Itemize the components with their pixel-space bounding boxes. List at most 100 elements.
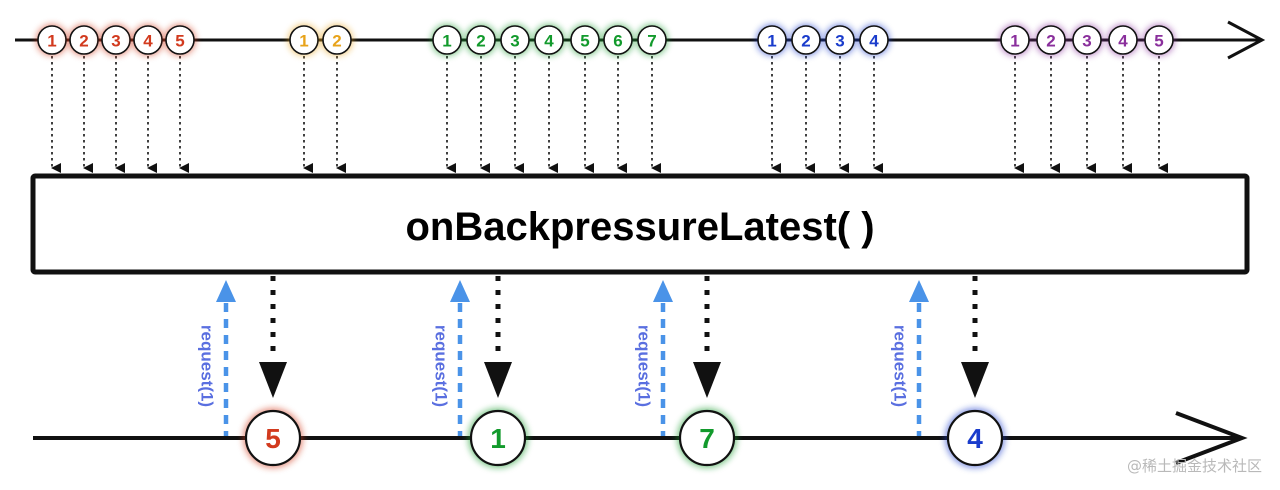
request-arrow-head	[450, 280, 470, 302]
upstream-marble: 3	[100, 24, 132, 56]
upstream-marble: 6	[602, 24, 634, 56]
downstream-marble-label: 1	[490, 423, 506, 454]
downstream-marbles: 5 1 7 4	[243, 408, 1005, 468]
upstream-marble-label: 2	[1046, 32, 1055, 51]
marble-circle	[534, 25, 564, 55]
emit-arrows	[259, 276, 989, 398]
marble-circle	[637, 25, 667, 55]
marble-circle	[825, 25, 855, 55]
upstream-marble: 3	[824, 24, 856, 56]
upstream-marble: 5	[569, 24, 601, 56]
request-signal: request(1)	[198, 280, 236, 440]
marble-circle	[466, 25, 496, 55]
request-arrow-head	[909, 280, 929, 302]
upstream-arrows	[51, 56, 1168, 173]
request-label: request(1)	[432, 325, 451, 407]
marble-circle	[1108, 25, 1138, 55]
upstream-marble: 3	[499, 24, 531, 56]
request-signal: request(1)	[891, 280, 929, 440]
upstream-marble-label: 4	[869, 32, 879, 51]
upstream-marble-label: 1	[1010, 32, 1019, 51]
upstream-marble-label: 3	[510, 32, 519, 51]
marble-circle	[101, 25, 131, 55]
marble-circle	[1000, 25, 1030, 55]
downstream-marble: 7	[677, 408, 737, 468]
marble-circle	[37, 25, 67, 55]
request-signal: request(1)	[432, 280, 470, 440]
marble-circle	[133, 25, 163, 55]
upstream-marble: 4	[533, 24, 565, 56]
emit-arrow-head	[259, 362, 287, 398]
request-label: request(1)	[635, 325, 654, 407]
emit-arrow-head	[693, 362, 721, 398]
downstream-marble-label: 4	[967, 423, 983, 454]
upstream-marble-label: 2	[79, 32, 88, 51]
upstream-marble-label: 5	[1154, 32, 1163, 51]
emit-arrow-head	[961, 362, 989, 398]
request-layer: request(1) request(1) request(1) request(1)	[198, 280, 929, 440]
downstream-marble: 5	[243, 408, 303, 468]
marble-circle	[757, 25, 787, 55]
upstream-marble: 1	[756, 24, 788, 56]
upstream-marble-label: 3	[1082, 32, 1091, 51]
upstream-marble: 3	[1071, 24, 1103, 56]
upstream-marble: 2	[68, 24, 100, 56]
marble-circle	[469, 409, 527, 467]
operator-box	[30, 173, 1250, 275]
upstream-marble: 2	[465, 24, 497, 56]
downstream-marble-label: 7	[699, 423, 715, 454]
upstream-marble: 1	[999, 24, 1031, 56]
upstream-marble-label: 1	[299, 32, 308, 51]
marble-circle	[946, 409, 1004, 467]
downstream-marble-label: 5	[265, 423, 281, 454]
upstream-marble-label: 1	[767, 32, 776, 51]
request-label: request(1)	[198, 325, 217, 407]
emit-arrow-head	[484, 362, 512, 398]
marble-circle	[678, 409, 736, 467]
marble-circle	[570, 25, 600, 55]
marble-circle	[165, 25, 195, 55]
upstream-marble-label: 4	[544, 32, 554, 51]
marble-circle	[289, 25, 319, 55]
downstream-marble: 4	[945, 408, 1005, 468]
marble-circle	[1144, 25, 1174, 55]
upstream-marble: 2	[1035, 24, 1067, 56]
upstream-marble-label: 2	[332, 32, 341, 51]
upstream-timeline-arrowhead	[1227, 20, 1266, 60]
upstream-marble-label: 6	[613, 32, 622, 51]
request-signal: request(1)	[635, 280, 673, 440]
upstream-marble-label: 4	[1118, 32, 1128, 51]
upstream-marble-label: 1	[442, 32, 451, 51]
upstream-marble: 5	[164, 24, 196, 56]
downstream-marble: 1	[468, 408, 528, 468]
upstream-marble-label: 1	[47, 32, 56, 51]
upstream-marble: 1	[36, 24, 68, 56]
upstream-marble: 4	[132, 24, 164, 56]
request-arrow-head	[653, 280, 673, 302]
upstream-marble: 7	[636, 24, 668, 56]
upstream-marble: 2	[321, 24, 353, 56]
marble-circle	[859, 25, 889, 55]
upstream-marble: 5	[1143, 24, 1175, 56]
upstream-marble-label: 3	[835, 32, 844, 51]
upstream-marble: 2	[790, 24, 822, 56]
upstream-marble-label: 3	[111, 32, 120, 51]
request-arrow-head	[216, 280, 236, 302]
upstream-marble: 1	[431, 24, 463, 56]
marble-circle	[244, 409, 302, 467]
upstream-marble: 1	[288, 24, 320, 56]
marble-circle	[69, 25, 99, 55]
upstream-marble-label: 2	[801, 32, 810, 51]
marble-circle	[1072, 25, 1102, 55]
watermark: @稀土掘金技术社区	[1126, 457, 1262, 475]
marble-circle	[500, 25, 530, 55]
upstream-marble-label: 4	[143, 32, 153, 51]
marble-circle	[791, 25, 821, 55]
marble-circle	[432, 25, 462, 55]
upstream-marble-label: 5	[580, 32, 589, 51]
marble-circle	[603, 25, 633, 55]
operator-label: onBackpressureLatest( )	[405, 205, 874, 249]
upstream-marble-label: 2	[476, 32, 485, 51]
